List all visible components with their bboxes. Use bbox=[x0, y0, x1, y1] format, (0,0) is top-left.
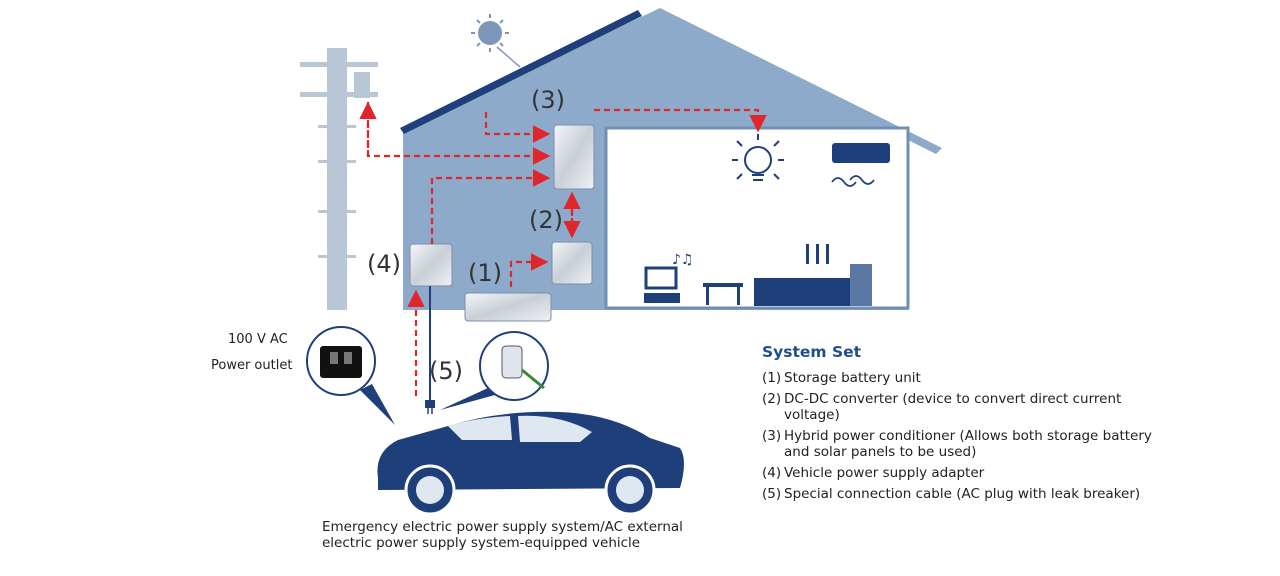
air-conditioner-icon bbox=[831, 143, 890, 187]
legend-item: (3) Hybrid power conditioner (Allows bot… bbox=[762, 428, 1162, 460]
connection-cable bbox=[425, 286, 435, 414]
hybrid-power-conditioner bbox=[553, 124, 595, 190]
utility-pole bbox=[300, 48, 378, 310]
solar-panel bbox=[400, 10, 642, 134]
legend-title: System Set bbox=[762, 343, 862, 361]
power-flow-arrows bbox=[359, 101, 767, 396]
callout-1: (1) bbox=[468, 259, 502, 287]
legend-item-text: DC-DC converter (device to convert direc… bbox=[784, 391, 1122, 423]
legend-item-text: Storage battery unit bbox=[784, 370, 921, 386]
svg-text:♪♫: ♪♫ bbox=[672, 252, 694, 268]
legend-item: (5) Special connection cable (AC plug wi… bbox=[762, 486, 1162, 502]
outlet-voltage-label: 100 V AC bbox=[228, 332, 288, 347]
legend-item-number: (5) bbox=[762, 486, 782, 502]
furniture: ♪♫ bbox=[644, 244, 872, 306]
outlet-label: Power outlet bbox=[211, 358, 293, 373]
storage-battery-unit bbox=[464, 292, 552, 322]
legend-item: (1) Storage battery unit bbox=[762, 370, 1162, 386]
equipment bbox=[409, 124, 595, 322]
callout-3: (3) bbox=[531, 86, 565, 114]
vehicle bbox=[377, 411, 684, 516]
callout-2: (2) bbox=[529, 206, 563, 234]
sun-icon bbox=[471, 14, 521, 68]
caption-line-2: electric power supply system-equipped ve… bbox=[322, 535, 641, 551]
light-bulb-icon bbox=[732, 134, 784, 181]
legend-item-number: (2) bbox=[762, 391, 782, 407]
legend-item-number: (3) bbox=[762, 428, 782, 444]
legend-item: (2) DC-DC converter (device to convert d… bbox=[762, 391, 1162, 423]
system-set-legend: System Set (1) Storage battery unit (2) … bbox=[762, 343, 1162, 507]
legend-item-number: (1) bbox=[762, 370, 782, 386]
caption-line-1: Emergency electric power supply system/A… bbox=[322, 519, 683, 535]
legend-item: (4) Vehicle power supply adapter bbox=[762, 465, 1162, 481]
legend-item-text: Vehicle power supply adapter bbox=[784, 465, 985, 481]
vehicle-power-supply-adapter bbox=[409, 243, 453, 287]
callout-4: (4) bbox=[367, 250, 401, 278]
dc-dc-converter bbox=[551, 241, 593, 285]
vehicle-caption: Emergency electric power supply system/A… bbox=[322, 519, 683, 551]
legend-item-number: (4) bbox=[762, 465, 782, 481]
callout-5: (5) bbox=[429, 357, 463, 385]
legend-item-text: Hybrid power conditioner (Allows both st… bbox=[784, 428, 1152, 460]
power-outlet-bubble bbox=[306, 326, 395, 425]
legend-item-text: Special connection cable (AC plug with l… bbox=[784, 486, 1141, 502]
plug-bubble bbox=[440, 331, 549, 410]
